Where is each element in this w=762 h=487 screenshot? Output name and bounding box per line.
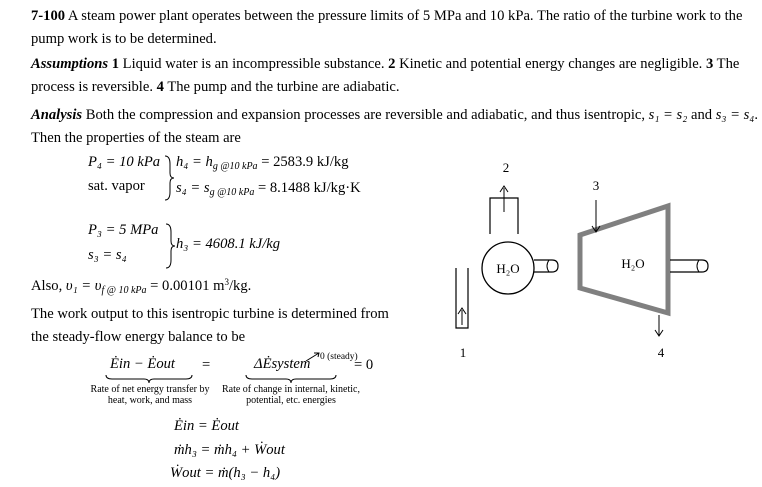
state3-arrow: [591, 200, 601, 233]
turbine-fluid-label: H₂O: [621, 256, 644, 271]
turbine: H₂O: [577, 202, 709, 317]
state4-entropy: s₄ = sg @10 kPa = 8.1488 kJ/kg·K: [176, 180, 361, 198]
state3-pressure: P₃ = 5 MPa: [88, 222, 159, 238]
equation-enthalpy-balance: ṁh₃ = ṁh₄ + Ẇout: [174, 442, 285, 458]
state3-label: 3: [593, 178, 600, 193]
assumption-number: 1: [111, 56, 120, 72]
assumptions-paragraph: Assumptions 1 Liquid water is an incompr…: [31, 53, 759, 99]
analysis-heading: Analysis: [31, 107, 83, 123]
state1-label: 1: [460, 345, 467, 360]
state2-arrow: [499, 185, 509, 212]
state3-entropy: s₃ = s₄: [88, 247, 127, 263]
analysis-text: Both the compression and expansion proce…: [82, 107, 649, 123]
balance-zero: = 0: [354, 357, 374, 373]
state4-label: 4: [658, 345, 665, 360]
problem-statement: 7-100 A steam power plant operates betwe…: [31, 5, 759, 51]
pump-turbine-diagram: H₂O 1 2 H₂O 3 4: [455, 160, 709, 360]
assumption-text: The process is reversible.: [31, 56, 740, 95]
state3-enthalpy: h₃ = 4608.1 kJ/kg: [176, 236, 281, 252]
pump: H₂O: [455, 197, 559, 329]
equation-energy-balance: Ėin = Ėout: [174, 418, 239, 434]
work-paragraph: The work output to this isentropic turbi…: [31, 306, 389, 345]
assumption-text: Kinetic and potential energy changes are…: [395, 56, 706, 72]
balance-lhs: Ėin − Ėout: [110, 356, 175, 372]
balance-cancel-arrow: [305, 352, 320, 362]
pump-fluid-label: H₂O: [496, 261, 519, 276]
state4-phase: sat. vapor: [88, 178, 145, 194]
state3-brace: [165, 223, 176, 269]
analysis-paragraph: Analysis Both the compression and expans…: [31, 104, 759, 150]
state4-enthalpy: h₄ = hg @10 kPa = 2583.9 kJ/kg: [176, 154, 349, 172]
balance-rhs-caption: Rate of change in internal, kinetic, pot…: [221, 384, 360, 406]
balance-lhs-underbrace: [105, 374, 193, 384]
isentropic-relation-34: s₃ = s₄: [715, 107, 755, 123]
also-line: Also, υ₁ = υf @ 10 kPa = 0.00101 m3/kg.: [31, 277, 252, 296]
assumptions-heading: Assumptions: [31, 56, 109, 72]
balance-lhs-caption: Rate of net energy transfer by heat, wor…: [90, 384, 210, 406]
balance-steady-note: 0 (steady): [320, 352, 358, 362]
state2-label: 2: [503, 160, 510, 175]
state4-arrow: [654, 315, 664, 337]
balance-equals: =: [202, 357, 211, 373]
balance-rhs: ΔĖsystem: [254, 356, 311, 372]
assumption-number: 4: [156, 79, 164, 95]
state4-pressure: P₄ = 10 kPa: [88, 154, 161, 170]
state1-arrow: [457, 307, 467, 325]
problem-number: 7-100: [31, 8, 66, 24]
problem-text: A steam power plant operates between the…: [31, 8, 743, 47]
assumption-number: 2: [388, 56, 396, 72]
isentropic-relation-12: s₁ = s₂: [648, 107, 688, 123]
state4-brace: [164, 155, 175, 201]
equation-work-output: Ẇout = ṁ(h₃ − h₄): [170, 465, 281, 481]
analysis-and: and: [687, 107, 716, 123]
analysis-text-2: . Then the properties of the steam are: [31, 107, 758, 146]
assumption-number: 3: [705, 56, 714, 72]
assumption-text: The pump and the turbine are adiabatic.: [163, 79, 400, 95]
assumption-text: Liquid water is an incompressible substa…: [119, 56, 389, 72]
balance-rhs-underbrace: [245, 374, 337, 384]
